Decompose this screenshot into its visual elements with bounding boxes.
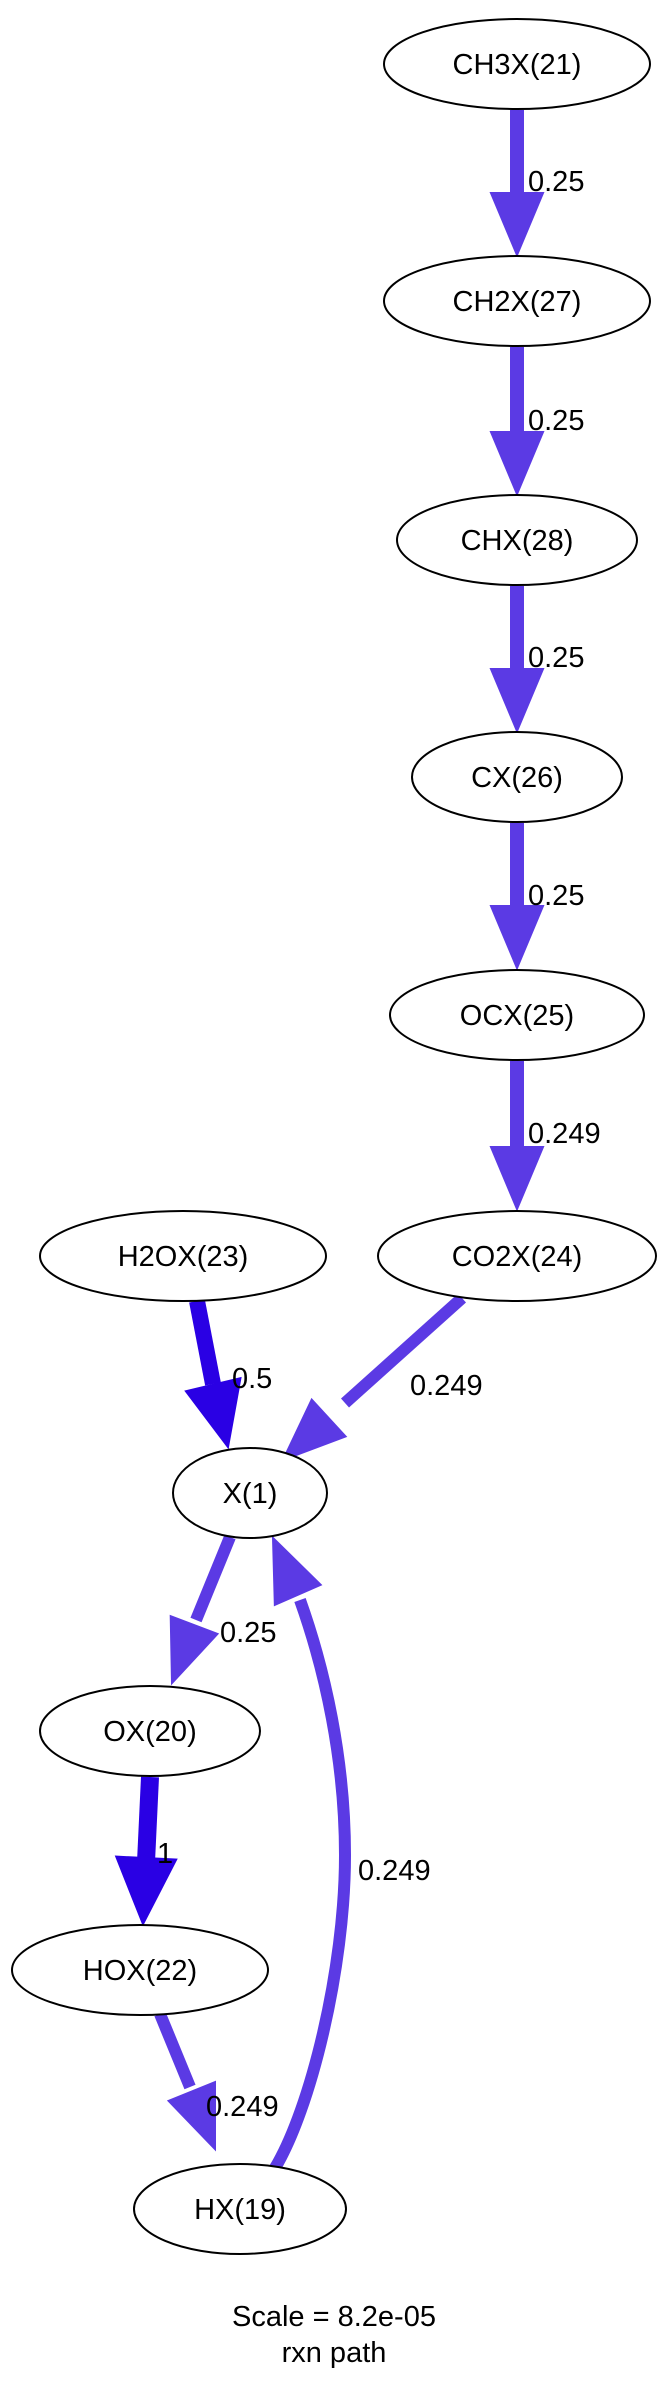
- edge-h2ox-x: 0.5: [184, 1299, 272, 1450]
- edge-weight-label: 0.249: [410, 1370, 483, 1402]
- node-ellipse: [39, 1685, 261, 1777]
- node-ellipse: [172, 1447, 328, 1539]
- node-label: HX(19): [194, 2194, 286, 2226]
- edge-arrowhead: [166, 2080, 216, 2152]
- edge-ocx-co2x: 0.249: [489, 1061, 601, 1212]
- edge-weight-label: 0.25: [528, 166, 584, 198]
- edge-arrowhead: [489, 1146, 545, 1212]
- species-node-hox: HOX(22): [11, 1924, 269, 2016]
- edge-arrowhead: [271, 1535, 323, 1607]
- edge-weight-label: 1: [157, 1838, 173, 1870]
- title-caption: rxn path: [282, 2337, 387, 2369]
- edge-arrowhead: [489, 431, 545, 497]
- edge-chx-cx: 0.25: [489, 586, 584, 734]
- node-label: OCX(25): [460, 1000, 574, 1032]
- edge-weight-label: 0.249: [528, 1118, 601, 1150]
- edge-ox-hox: 1: [114, 1776, 178, 1927]
- node-ellipse: [11, 1924, 269, 2016]
- species-node-ocx: OCX(25): [389, 969, 645, 1061]
- edge-weight-label: 0.249: [358, 1855, 431, 1887]
- edges-layer: 0.25 0.25 0.25 0.25 0.249 0.5 0.249 0.25 1 0.249 0…: [114, 110, 601, 2172]
- edge-weight-label: 0.25: [528, 405, 584, 437]
- node-ellipse: [396, 494, 638, 586]
- edge-arrowhead: [489, 905, 545, 971]
- edge-line: [340, 1293, 467, 1408]
- node-label: CHX(28): [461, 525, 574, 557]
- species-node-hx: HX(19): [133, 2163, 347, 2255]
- node-ellipse: [133, 2163, 347, 2255]
- scale-caption: Scale = 8.2e-05: [232, 2301, 436, 2333]
- species-node-co2x: CO2X(24): [377, 1210, 657, 1302]
- species-node-ch3x: CH3X(21): [383, 18, 651, 110]
- edge-arrowhead: [489, 192, 545, 258]
- caption: Scale = 8.2e-05 rxn path: [232, 2301, 436, 2369]
- node-label: OX(20): [103, 1716, 196, 1748]
- edge-line: [269, 1597, 352, 2172]
- edge-line: [137, 1776, 159, 1863]
- species-node-h2ox: H2OX(23): [39, 1210, 327, 1302]
- edge-hx-x: 0.249: [269, 1535, 431, 2172]
- species-node-ox: OX(20): [39, 1685, 261, 1777]
- node-label: X(1): [223, 1478, 278, 1510]
- edge-x-ox: 0.25: [169, 1534, 276, 1686]
- node-ellipse: [377, 1210, 657, 1302]
- species-node-chx: CHX(28): [396, 494, 638, 586]
- species-node-ch2x: CH2X(27): [383, 255, 651, 347]
- edge-line: [189, 1299, 221, 1386]
- edge-line: [190, 1534, 236, 1623]
- nodes-layer: CH3X(21) CH2X(27) CHX(28) CX(26) OCX(25) H2OX…: [11, 18, 657, 2255]
- node-label: CH2X(27): [453, 286, 582, 318]
- edge-weight-label: 0.25: [528, 880, 584, 912]
- edge-weight-label: 0.5: [232, 1363, 272, 1395]
- edge-cx-ocx: 0.25: [489, 823, 584, 971]
- species-node-cx: CX(26): [411, 731, 623, 823]
- edge-ch3x-ch2x: 0.25: [489, 110, 584, 258]
- edge-hox-hx: 0.249: [154, 2011, 279, 2152]
- node-label: CX(26): [471, 762, 563, 794]
- edge-ch2x-chx: 0.25: [489, 347, 584, 497]
- edge-arrowhead: [114, 1855, 178, 1927]
- node-ellipse: [389, 969, 645, 1061]
- edge-co2x-x: 0.249: [281, 1293, 483, 1462]
- node-ellipse: [383, 18, 651, 110]
- species-node-x: X(1): [172, 1447, 328, 1539]
- edge-weight-label: 0.25: [528, 642, 584, 674]
- edge-arrowhead: [489, 668, 545, 734]
- node-label: H2OX(23): [118, 1241, 249, 1273]
- edge-line: [154, 2011, 196, 2090]
- node-ellipse: [39, 1210, 327, 1302]
- node-label: CH3X(21): [453, 49, 582, 81]
- node-ellipse: [411, 731, 623, 823]
- edge-arrowhead: [169, 1614, 220, 1686]
- node-label: CO2X(24): [452, 1241, 583, 1273]
- edge-arrowhead: [281, 1397, 348, 1462]
- edge-weight-label: 0.249: [206, 2091, 279, 2123]
- node-ellipse: [383, 255, 651, 347]
- edge-weight-label: 0.25: [220, 1617, 276, 1649]
- edge-arrowhead: [184, 1376, 242, 1450]
- node-label: HOX(22): [83, 1955, 197, 1987]
